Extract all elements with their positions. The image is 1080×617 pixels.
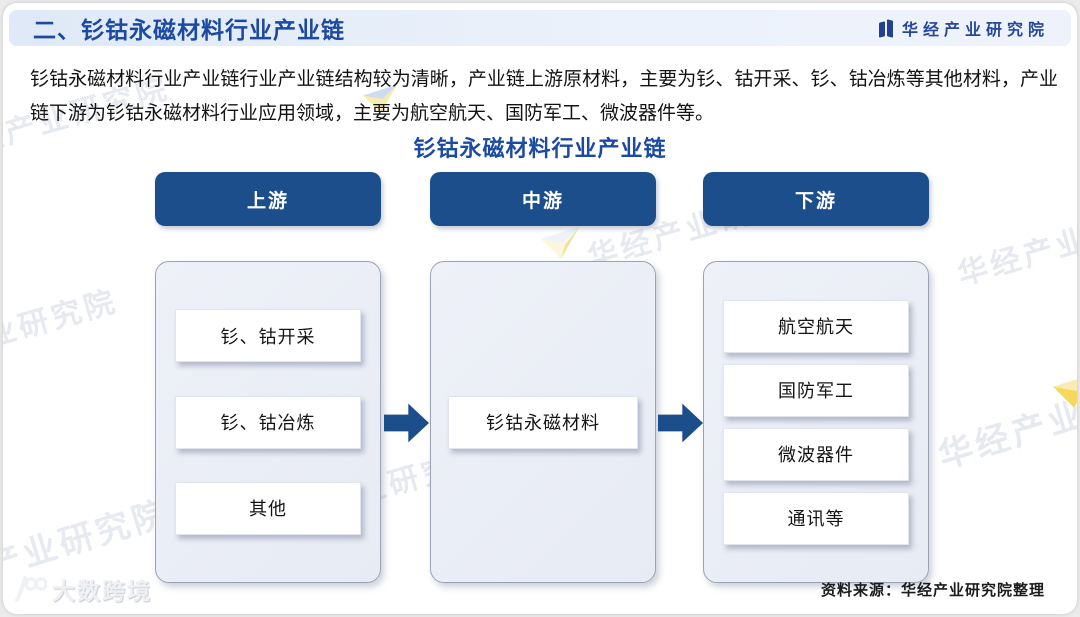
slide-card: 华经产业研究院 华经产业研究院 华经产业研究院 华经产业研究院 华经产业研究院 … bbox=[3, 3, 1077, 614]
column-header-upstream: 上游 bbox=[155, 172, 381, 226]
downstream-node: 微波器件 bbox=[723, 427, 909, 481]
column-header-downstream: 下游 bbox=[703, 172, 929, 226]
publisher-logo: 华经产业研究院 bbox=[878, 16, 1049, 40]
watermark-text: 华经产业研究院 bbox=[3, 284, 122, 383]
source-note: 资料来源：华经产业研究院整理 bbox=[820, 582, 1045, 599]
publisher-logo-text: 华经产业研究院 bbox=[901, 22, 1049, 39]
header-band: 二、钐钴永磁材料行业产业链 华经产业研究院 bbox=[9, 10, 1071, 46]
downstream-panel: 航空航天 国防军工 微波器件 通讯等 bbox=[703, 261, 929, 583]
downstream-node: 国防军工 bbox=[723, 363, 909, 417]
column-header-midstream: 中游 bbox=[430, 172, 656, 226]
brand-watermark-text: 大数跨境 bbox=[52, 578, 152, 604]
downstream-node: 航空航天 bbox=[723, 299, 909, 353]
intro-paragraph: 钐钴永磁材料行业产业链行业产业链结构较为清晰，产业链上游原材料，主要为钐、钴开采… bbox=[30, 69, 1058, 125]
paper-plane-icon bbox=[1053, 379, 1077, 408]
page-title: 二、钐钴永磁材料行业产业链 bbox=[33, 17, 345, 43]
publisher-logo-icon bbox=[878, 18, 893, 38]
upstream-panel: 钐、钴开采 钐、钴冶炼 其他 bbox=[155, 261, 381, 583]
midstream-node: 钐钴永磁材料 bbox=[448, 395, 638, 449]
watermark-text: 华经产业研究院 bbox=[954, 194, 1077, 293]
paper-plane-icon bbox=[541, 227, 579, 259]
flow-arrow-right-icon bbox=[384, 403, 429, 443]
upstream-node: 钐、钴冶炼 bbox=[175, 395, 361, 449]
downstream-node: 通讯等 bbox=[723, 491, 909, 545]
diagram-title: 钐钴永磁材料行业产业链 bbox=[413, 136, 667, 161]
upstream-node: 钐、钴开采 bbox=[175, 309, 361, 363]
upstream-node: 其他 bbox=[175, 481, 361, 535]
flow-arrow-right-icon bbox=[658, 403, 703, 443]
brand-watermark: 大数跨境 bbox=[11, 572, 152, 606]
brand-logo-icon bbox=[15, 576, 47, 602]
watermark-text: 华经产业研究院 bbox=[934, 361, 1077, 476]
midstream-panel: 钐钴永磁材料 bbox=[430, 261, 656, 583]
